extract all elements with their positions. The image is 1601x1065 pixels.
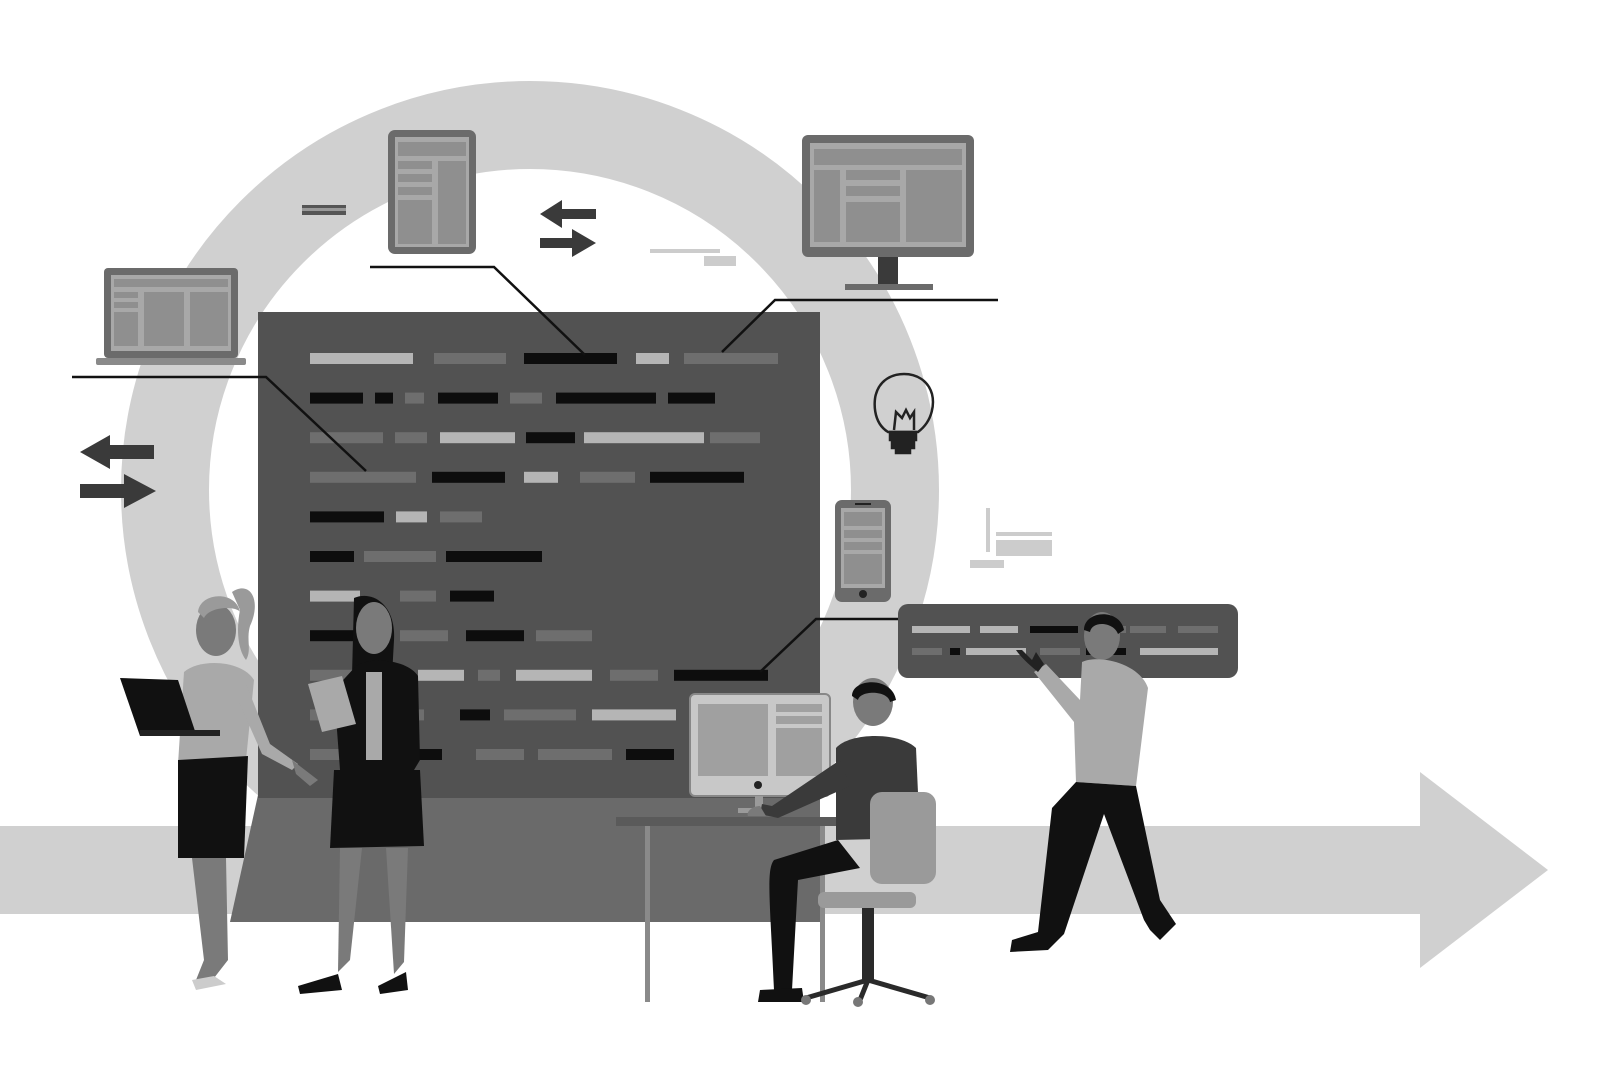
computer-monitor <box>689 693 831 813</box>
panel-line-bar <box>1178 626 1218 633</box>
lightbulb-icon <box>873 372 935 455</box>
code-line-bar <box>592 709 676 721</box>
code-line-bar <box>310 511 384 523</box>
code-line-bar <box>438 392 498 404</box>
code-line-bar <box>310 471 416 483</box>
laptop-icon <box>96 268 246 365</box>
code-line-bar <box>478 669 500 681</box>
code-board-lines <box>310 353 778 760</box>
code-line-bar <box>556 392 656 404</box>
code-line-bar <box>364 551 436 562</box>
code-line-bar <box>310 432 383 444</box>
code-line-bar <box>375 392 393 404</box>
code-line-bar <box>526 432 575 444</box>
code-line-bar <box>432 471 505 483</box>
code-line-bar <box>440 432 515 444</box>
exchange-arrows-icon <box>80 435 156 508</box>
panel-line-bar <box>912 648 942 655</box>
code-line-bar <box>450 590 494 602</box>
code-line-bar <box>440 511 482 523</box>
code-line-bar <box>405 392 424 404</box>
code-line-bar <box>476 749 524 760</box>
office-chair <box>801 792 936 1007</box>
connector-lines <box>72 265 998 673</box>
code-line-bar <box>310 353 413 364</box>
code-line-bar <box>310 551 354 562</box>
code-line-bar <box>446 551 542 562</box>
decor-marks <box>302 205 1052 568</box>
man-carrying-panel <box>1010 612 1176 952</box>
code-line-bar <box>710 432 760 444</box>
man-at-desk <box>747 678 920 1002</box>
code-line-bar <box>310 630 354 642</box>
code-line-bar <box>536 630 592 642</box>
tablet-icon <box>388 130 476 254</box>
code-line-bar <box>516 669 592 681</box>
code-line-bar <box>310 392 363 404</box>
code-line-bar <box>510 392 542 404</box>
panel-line-bar <box>1040 648 1080 655</box>
panel-line-bar <box>912 626 970 633</box>
code-line-bar <box>674 669 768 681</box>
panel-line-bar <box>1130 626 1166 633</box>
board-base <box>230 795 820 922</box>
panel-line-bar <box>980 626 1018 633</box>
code-line-bar <box>418 669 464 681</box>
panel-line-bar <box>1030 626 1078 633</box>
code-line-bar <box>626 749 674 760</box>
woman-with-tablet <box>298 595 424 994</box>
woman-with-laptop <box>120 588 318 990</box>
code-line-bar <box>434 353 506 364</box>
code-line-bar <box>580 471 635 483</box>
code-line-bar <box>524 471 558 483</box>
code-line-bar <box>650 471 744 483</box>
code-line-bar <box>524 353 617 364</box>
code-line-bar <box>400 630 448 642</box>
panel-line-bar <box>950 648 960 655</box>
code-line-bar <box>400 590 436 602</box>
code-line-bar <box>310 590 360 602</box>
code-line-bar <box>396 511 427 523</box>
code-line-bar <box>504 709 576 721</box>
panel-line-bar <box>1140 648 1218 655</box>
code-line-bar <box>395 432 427 444</box>
desk <box>616 817 856 1002</box>
smartphone-icon <box>835 500 891 602</box>
code-line-bar <box>466 630 524 642</box>
code-line-bar <box>408 749 442 760</box>
code-line-bar <box>310 669 354 681</box>
floating-panel <box>898 604 1238 678</box>
code-line-bar <box>584 432 704 444</box>
code-line-bar <box>538 749 612 760</box>
code-line-bar <box>610 669 658 681</box>
desktop-monitor-icon <box>802 135 974 290</box>
panel-line-bar <box>966 648 1026 655</box>
code-line-bar <box>636 353 669 364</box>
code-line-bar <box>668 392 715 404</box>
exchange-arrows-small-icon <box>540 200 596 257</box>
code-line-bar <box>460 709 490 721</box>
code-line-bar <box>684 353 778 364</box>
